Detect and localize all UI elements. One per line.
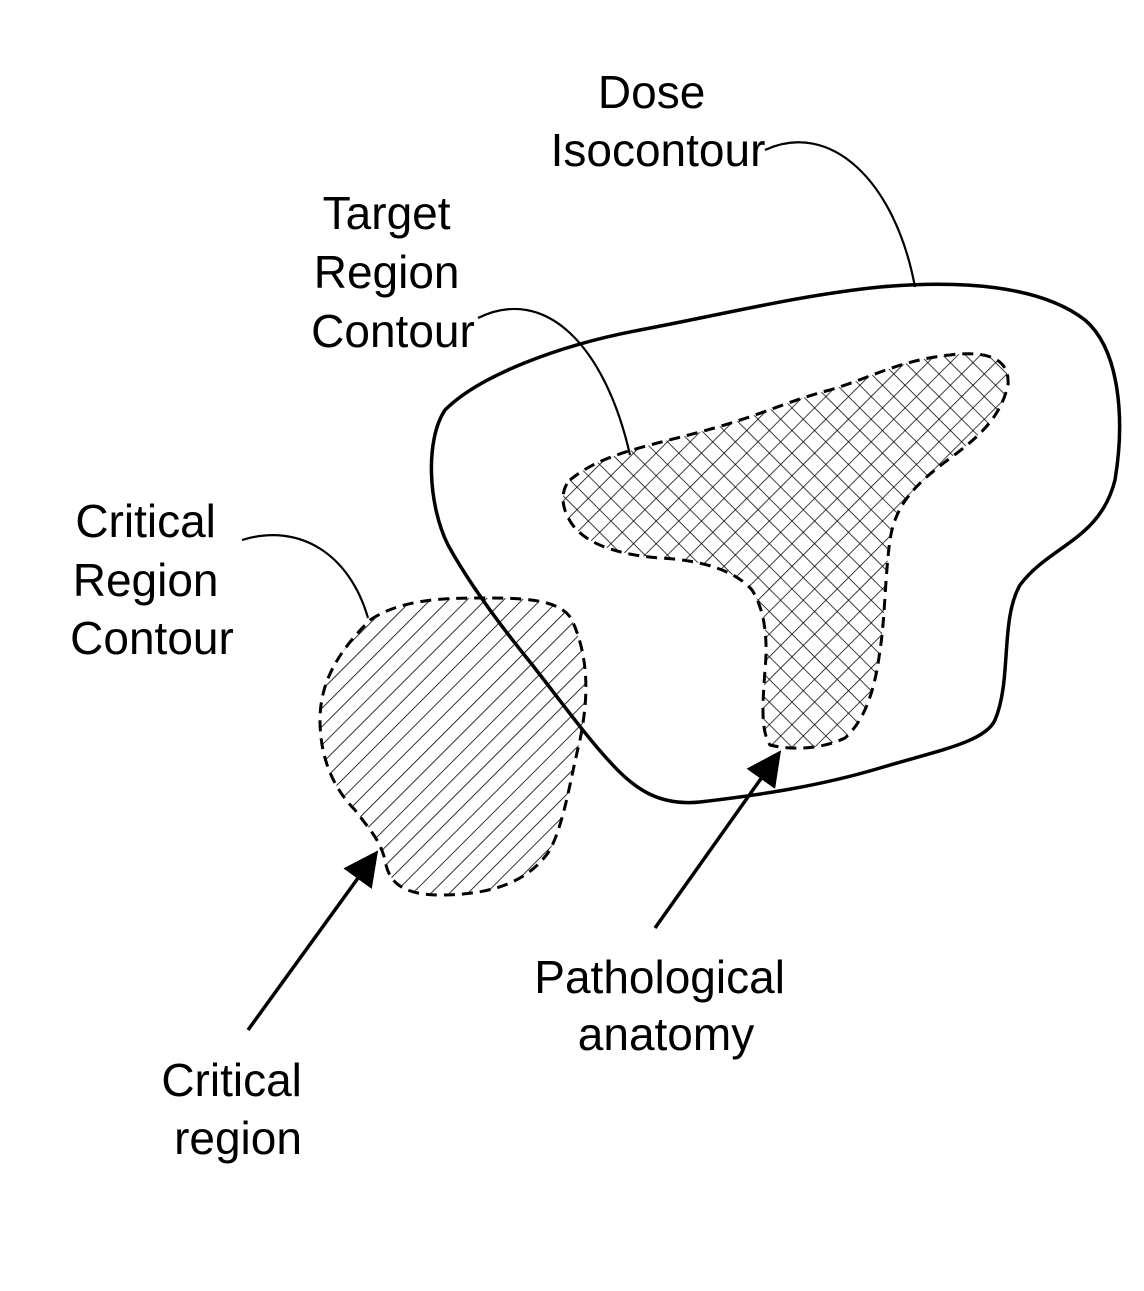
- target-region-label-line-1: Target: [323, 187, 451, 239]
- pathological-anatomy-label-line-2: anatomy: [578, 1008, 754, 1060]
- critical-region-contour-label: Critical Region Contour: [70, 495, 234, 664]
- critical-region-contour-label-line-3: Contour: [70, 612, 234, 664]
- critical-region-leader: [242, 535, 368, 618]
- dose-isocontour-label-line-2: Isocontour: [551, 124, 766, 176]
- target-region-label-line-2: Region: [314, 246, 460, 298]
- critical-region-label-line-1: Critical: [161, 1054, 302, 1106]
- critical-region-contour-label-line-1: Critical: [75, 495, 216, 547]
- dose-isocontour-label-line-1: Dose: [598, 66, 705, 118]
- pathological-anatomy-arrow: [655, 756, 777, 928]
- critical-region-label: Critical region: [161, 1054, 314, 1164]
- target-region-shape: [563, 354, 1008, 748]
- dose-isocontour-leader: [765, 142, 915, 287]
- target-region-label-line-3: Contour: [311, 305, 475, 357]
- pathological-anatomy-label-line-1: Pathological: [534, 951, 785, 1003]
- target-region-leader: [478, 309, 630, 455]
- critical-region-shape: [320, 598, 586, 895]
- pathological-anatomy-label: Pathological anatomy: [534, 951, 797, 1060]
- critical-region-contour-label-line-2: Region: [73, 554, 219, 606]
- critical-region-label-line-2: region: [174, 1112, 302, 1164]
- target-region-contour-label: Target Region Contour: [311, 187, 475, 357]
- dose-isocontour-label: Dose Isocontour: [551, 66, 766, 176]
- critical-region-arrow: [248, 856, 374, 1030]
